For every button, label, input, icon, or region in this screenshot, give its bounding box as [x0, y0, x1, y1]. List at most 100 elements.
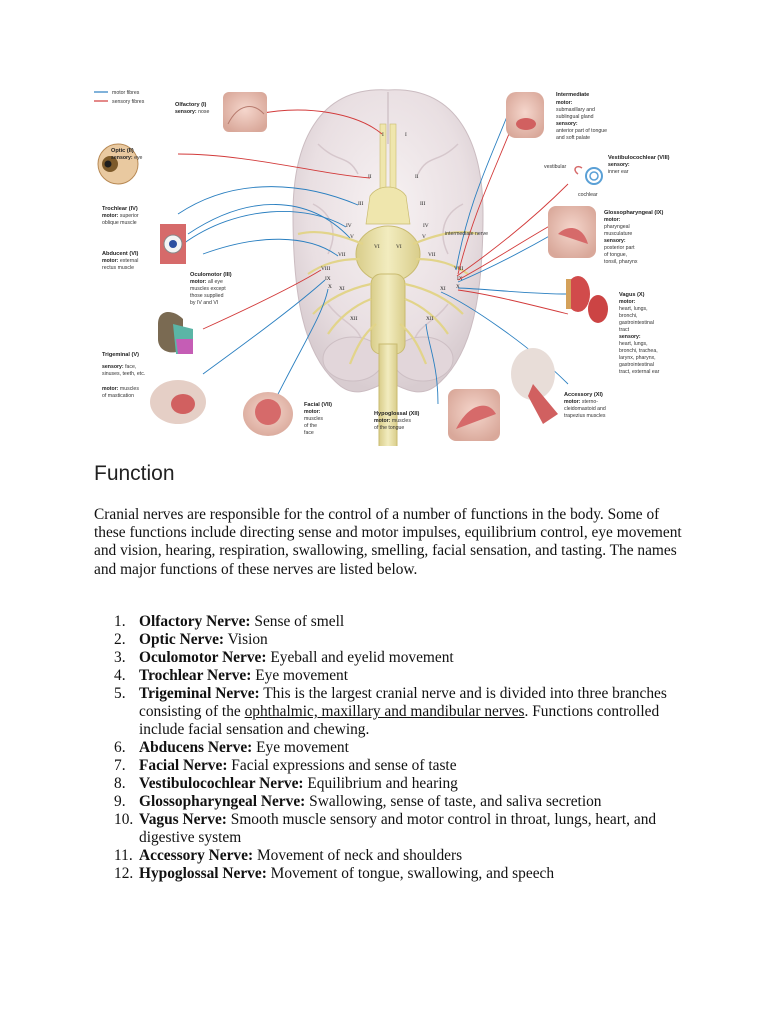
callout-title: Vagus (X) — [619, 292, 645, 298]
list-number: 8. — [114, 775, 126, 793]
callout-term: motor: — [190, 279, 207, 285]
small-label-cochlear: cochlear — [578, 192, 598, 198]
callout-text: by IV and VI — [190, 300, 218, 306]
svg-text:sensory: nose: sensory: nose — [175, 109, 209, 115]
nerve-description: Facial expressions and sense of taste — [227, 757, 456, 774]
callout-text: bronchi, trachea, — [619, 348, 658, 354]
callout-term: motor: — [102, 213, 119, 219]
callout-text: of tongue, — [604, 252, 627, 258]
nerve-name: Trochlear Nerve: — [139, 667, 251, 684]
list-number: 7. — [114, 757, 126, 775]
callout-term: sensory: — [102, 364, 124, 370]
callout-text: posterior part — [604, 245, 635, 251]
numeral: III — [358, 201, 364, 207]
vignette-head-intermediate — [506, 92, 544, 138]
svg-text:motor: superior: motor: superior — [102, 213, 139, 219]
callout-title: Optic (II) — [111, 148, 134, 154]
list-item: 12.Hypoglossal Nerve: Movement of tongue… — [94, 865, 694, 883]
callout-title: Oculomotor (III) — [190, 272, 232, 278]
vignette-face-muscles — [243, 392, 293, 436]
callout-term: motor: — [619, 299, 636, 305]
list-item: 3.Oculomotor Nerve: Eyeball and eyelid m… — [94, 649, 694, 667]
list-number: 9. — [114, 793, 126, 811]
callout-text: of mastication — [102, 393, 134, 399]
callout-title: Glossopharyngeal (IX) — [604, 210, 664, 216]
callout-text: and soft palate — [556, 135, 590, 141]
callout-title: Hypoglossal (XII) — [374, 411, 420, 417]
numeral: VI — [374, 244, 380, 250]
list-item: 11.Accessory Nerve: Movement of neck and… — [94, 847, 694, 865]
svg-text:motor: muscles: motor: muscles — [374, 418, 411, 424]
callout-title: Trigeminal (V) — [102, 352, 139, 358]
vignette-tongue — [448, 389, 500, 441]
callout-text: sterno- — [582, 399, 598, 405]
svg-text:motor: all eye: motor: all eye — [190, 279, 223, 285]
numeral: IX — [325, 276, 331, 282]
callout-text: larynx, pharynx, — [619, 355, 656, 361]
intro-paragraph: Cranial nerves are responsible for the c… — [94, 506, 694, 579]
callout-text: tract — [619, 327, 630, 333]
nerve-name: Vestibulocochlear Nerve: — [139, 775, 304, 792]
list-number: 12. — [114, 865, 133, 883]
numeral: I — [382, 132, 384, 138]
callout-title: Abducent (VI) — [102, 251, 138, 257]
svg-text:sensory:: sensory: — [619, 334, 641, 340]
nerve-name: Trigeminal Nerve: — [139, 685, 260, 702]
callout-text: muscles — [304, 416, 323, 422]
nerve-name: Facial Nerve: — [139, 757, 227, 774]
nerve-description: Movement of neck and shoulders — [253, 847, 462, 864]
svg-text:motor: muscles: motor: muscles — [102, 386, 139, 392]
list-item: 4. Trochlear Nerve: Eye movement — [94, 667, 694, 685]
callout-text: heart, lungs, — [619, 341, 648, 347]
numeral: VI — [396, 244, 402, 250]
svg-text:motor:: motor: — [604, 217, 621, 223]
vignette-inner-ear — [575, 167, 602, 184]
list-number: 2. — [114, 631, 126, 649]
vignette-eye-muscles — [160, 224, 186, 264]
callout-title: Trochlear (IV) — [102, 206, 138, 212]
nerve-description: Eye movement — [252, 739, 349, 756]
callout-term: sensory: — [111, 155, 133, 161]
numeral: II — [415, 174, 419, 180]
numeral: I — [405, 132, 407, 138]
numeral: X — [328, 284, 332, 290]
list-item: 10.Vagus Nerve: Smooth muscle sensory an… — [94, 811, 694, 847]
list-item: 5.Trigeminal Nerve: This is the largest … — [94, 685, 694, 739]
callout-text: gastrointestinal — [619, 362, 654, 368]
branches-underlined-text: ophthalmic, maxillary and mandibular ner… — [245, 703, 525, 720]
callout-term: motor: — [374, 418, 391, 424]
nerve-description: Sense of smell — [251, 613, 345, 630]
callout-text: tonsil, pharynx — [604, 259, 638, 265]
callout-text: anterior part of tongue — [556, 128, 607, 134]
nerve-description: Eye movement — [251, 667, 348, 684]
list-number: 6. — [114, 739, 126, 757]
list-number: 5. — [114, 685, 126, 703]
svg-text:sensory:: sensory: — [608, 162, 630, 168]
vignette-head-motor — [150, 380, 206, 424]
nerve-description: Equilibrium and hearing — [304, 775, 458, 792]
svg-text:motor:: motor: — [556, 100, 573, 106]
callout-text: tract, external ear — [619, 369, 660, 375]
svg-text:sensory:: sensory: — [556, 121, 578, 127]
callout-text: sinuses, teeth, etc. — [102, 371, 145, 377]
list-number: 3. — [114, 649, 126, 667]
callout-text: of the — [304, 423, 317, 429]
svg-text:motor:: motor: — [619, 299, 636, 305]
cranial-nerves-illustration: motor fibres sensory fibres — [88, 84, 680, 446]
numeral: XII — [350, 316, 358, 322]
nerve-name: Olfactory Nerve: — [139, 613, 251, 630]
callout-text: nose — [198, 109, 209, 115]
numeral: IV — [346, 223, 352, 229]
callout-text: those supplied — [190, 293, 224, 299]
callout-title: Facial (VII) — [304, 402, 332, 408]
nerve-description: Swallowing, sense of taste, and saliva s… — [305, 793, 601, 810]
vignette-neck — [511, 348, 558, 424]
callout-text: heart, lungs, — [619, 306, 648, 312]
numeral: XI — [440, 286, 446, 292]
callout-text: face — [304, 430, 314, 436]
svg-text:motor:: motor: — [304, 409, 321, 415]
numeral: VII — [338, 252, 346, 258]
list-number: 4. — [114, 667, 126, 685]
vignette-head-sensory — [158, 312, 193, 354]
legend-motor-label: motor fibres — [112, 90, 140, 96]
